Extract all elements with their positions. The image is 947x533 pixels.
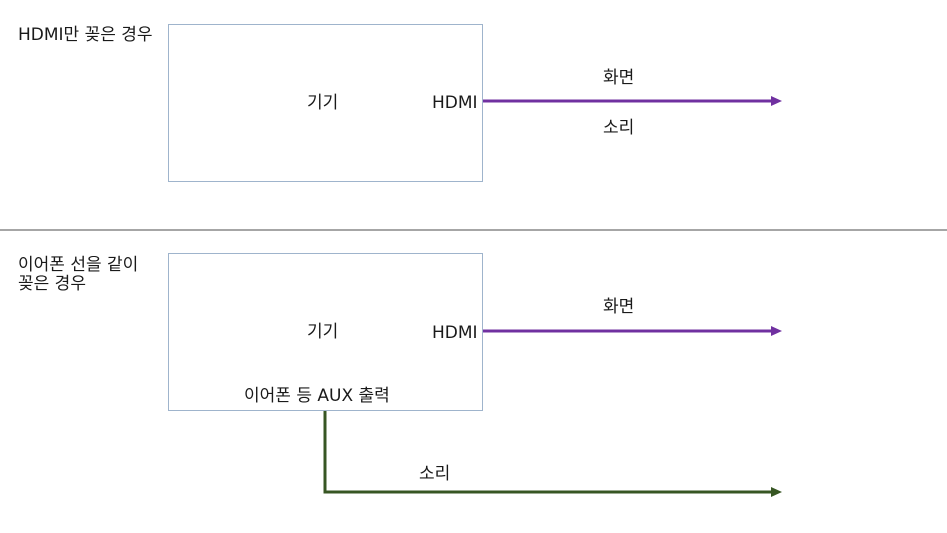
section2-title-line2: 꽂은 경우 [18,274,86,294]
hdmi-arrow-section1 [483,96,782,106]
hdmi-port-label-section2: HDMI [432,323,478,343]
sound-label-section1: 소리 [603,118,635,138]
aux-output-label: 이어폰 등 AUX 출력 [244,386,390,406]
section1-title: HDMI만 꽂은 경우 [18,25,153,45]
sound-label-section2: 소리 [419,464,451,484]
device-label-section2: 기기 [307,322,339,342]
device-box-section1 [168,24,483,182]
hdmi-port-label-section1: HDMI [432,93,478,113]
hdmi-arrow-section2 [483,326,782,336]
aux-arrow-section2 [323,411,782,497]
device-box-section2 [168,253,483,411]
screen-label-section2: 화면 [603,297,635,317]
section2-title-line1: 이어폰 선을 같이 [18,255,139,275]
device-label-section1: 기기 [307,93,339,113]
screen-label-section1: 화면 [603,68,635,88]
section-divider [0,229,947,231]
